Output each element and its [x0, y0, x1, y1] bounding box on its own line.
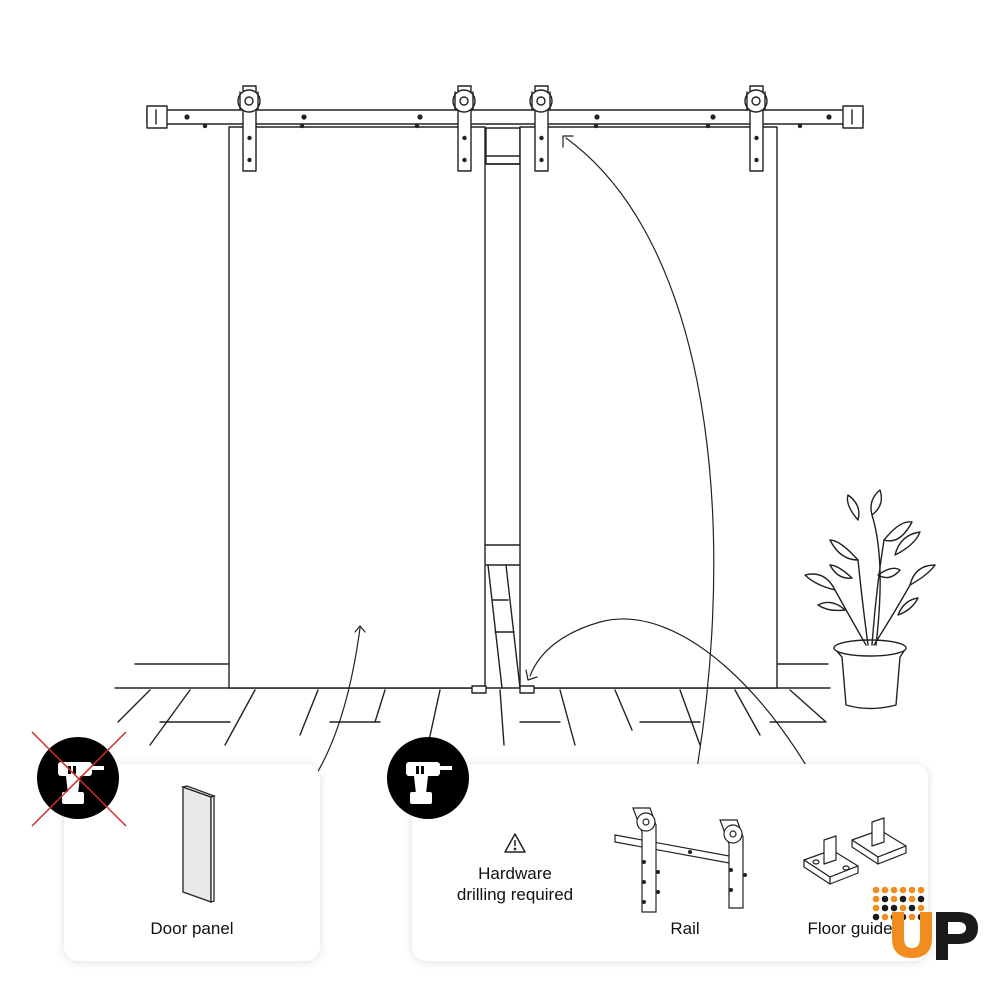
hardware-warning-label: Hardware drilling required [430, 863, 600, 905]
left-door [228, 126, 486, 689]
door-opening [485, 127, 521, 689]
drill-icon [387, 737, 469, 819]
no-drill-icon [31, 731, 127, 827]
rail-hangers [237, 85, 768, 172]
floor-guide-label: Floor guide [807, 919, 893, 938]
up-logo [872, 886, 978, 960]
hardware-label-line1: Hardware [478, 864, 552, 883]
floor-guides-installed [471, 685, 535, 694]
right-door [519, 126, 778, 689]
potted-plant [804, 489, 936, 710]
hardware-label-line2: drilling required [456, 885, 574, 904]
door-panel-label: Door panel [150, 919, 234, 938]
rail-bar [146, 105, 864, 129]
rail-label: Rail [670, 919, 700, 938]
